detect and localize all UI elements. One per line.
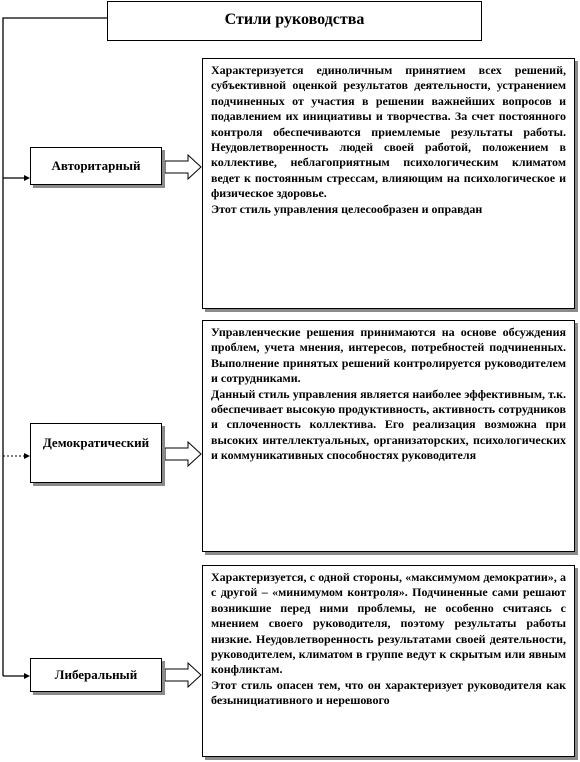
branch-arrowhead-2	[24, 453, 30, 459]
style-name: Авторитарный	[51, 158, 141, 173]
description-paragraph: Управленческие решения принимаются на ос…	[211, 325, 566, 386]
branch-arrowhead-1	[24, 175, 30, 181]
block-arrow-1	[164, 153, 202, 181]
diagram-title: Стили руководства	[224, 11, 365, 28]
description-paragraph: Характеризуется, с одной стороны, «макси…	[211, 570, 566, 677]
description-paragraph: Этот стиль управления целесообразен и оп…	[211, 201, 483, 216]
description-paragraph: Этот стиль опасен тем, что он характериз…	[211, 677, 566, 708]
block-arrow-3	[164, 661, 202, 689]
description-box-authoritarian: Характеризуется единоличным принятием вс…	[202, 58, 575, 309]
trunk-line	[2, 17, 107, 676]
branch-arrowhead-3	[24, 673, 30, 679]
description-box-democratic: Управленческие решения принимаются на ос…	[202, 320, 575, 552]
style-box-authoritarian: Авторитарный	[30, 147, 162, 185]
style-box-liberal: Либеральный	[30, 658, 162, 692]
diagram-title-box: Стили руководства	[107, 1, 482, 41]
block-arrow-2	[164, 440, 202, 468]
style-name: Демократический	[42, 435, 150, 450]
description-box-liberal: Характеризуется, с одной стороны, «макси…	[202, 565, 575, 757]
description-paragraph: Характеризуется единоличным принятием вс…	[211, 63, 566, 201]
description-paragraph: Данный стиль управления является наиболе…	[211, 386, 566, 463]
style-name: Либеральный	[54, 667, 138, 682]
style-box-democratic: Демократический	[30, 423, 162, 483]
